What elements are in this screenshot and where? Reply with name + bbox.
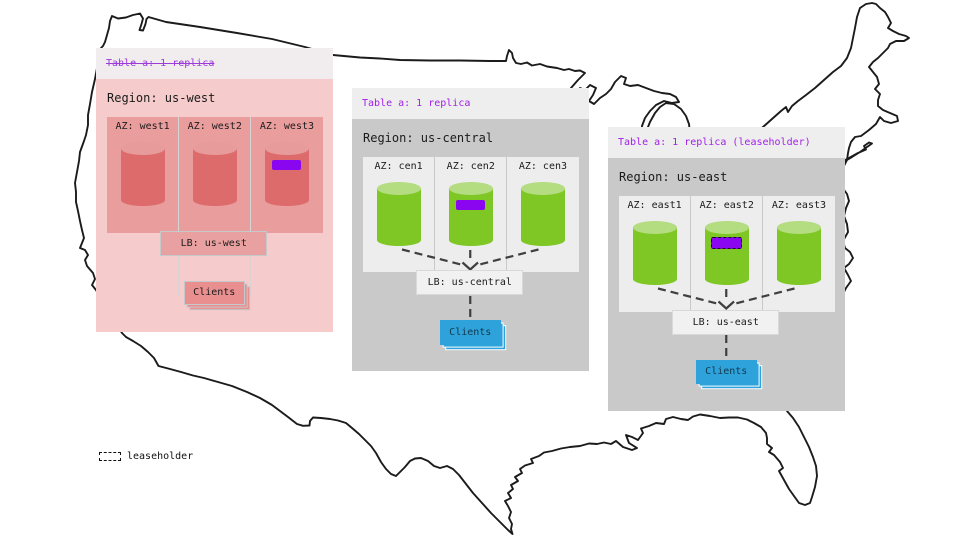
az-west1: AZ: west1 [107, 117, 178, 233]
az-east2-label: AZ: east2 [699, 200, 754, 211]
region-us-west-clients-label: Clients [193, 287, 236, 299]
az-west1-database-cylinder-icon [120, 142, 165, 206]
region-us-east-title: Region: us-east [619, 170, 728, 184]
region-us-central: Table a: 1 replica Region: us-central AZ… [352, 87, 589, 371]
region-us-west-header-label: Table a: 1 replica [106, 58, 215, 69]
region-us-west-title: Region: us-west [107, 91, 216, 105]
az-east1-database-cylinder-icon [632, 221, 677, 285]
region-us-west-az-container: AZ: west1 AZ: west2 AZ: west3 [107, 117, 323, 233]
region-us-west-clients: Clients [184, 280, 245, 305]
region-us-east-header-label: Table a: 1 replica (leaseholder) [618, 137, 811, 148]
az-west2-database-cylinder-icon [192, 142, 237, 206]
az-cen3: AZ: cen3 [506, 156, 578, 272]
region-us-west: Table a: 1 replica Region: us-west AZ: w… [96, 48, 333, 332]
az-west2: AZ: west2 [178, 117, 250, 233]
region-us-central-clients-label: Clients [449, 326, 492, 338]
region-us-west-load-balancer: LB: us-west [160, 230, 268, 256]
az-cen2-label: AZ: cen2 [446, 160, 495, 172]
az-west2-label: AZ: west2 [187, 121, 242, 132]
az-east3: AZ: east3 [762, 196, 834, 312]
region-us-central-header-label: Table a: 1 replica [362, 97, 471, 109]
az-cen2-replica-badge [456, 199, 486, 210]
az-west3-label: AZ: west3 [259, 121, 315, 132]
legend: leaseholder [99, 451, 193, 462]
region-us-east-lb-label: LB: us-east [692, 316, 759, 328]
az-east1: AZ: east1 [619, 196, 690, 312]
region-us-west-header: Table a: 1 replica [96, 48, 333, 79]
region-us-east-connector-lines [657, 287, 795, 358]
az-east3-label: AZ: east3 [771, 200, 827, 211]
az-east2-leaseholder-replica-badge [710, 237, 742, 250]
az-cen1-database-cylinder-icon [376, 181, 421, 246]
us-map-long-island [843, 141, 873, 162]
az-west3: AZ: west3 [250, 117, 322, 233]
az-cen3-database-cylinder-icon [520, 181, 565, 246]
region-us-central-load-balancer: LB: us-central [416, 270, 524, 295]
az-east1-label: AZ: east1 [627, 200, 682, 211]
az-east2: AZ: east2 [690, 196, 762, 312]
az-cen1-label: AZ: cen1 [374, 160, 423, 172]
az-east3-database-cylinder-icon [776, 221, 821, 285]
region-us-east-load-balancer: LB: us-east [672, 309, 780, 335]
region-us-east-clients-label: Clients [705, 366, 748, 378]
region-us-central-header: Table a: 1 replica [352, 87, 589, 119]
region-us-east-clients: Clients [696, 359, 757, 384]
region-us-central-clients: Clients [440, 320, 501, 345]
az-cen3-label: AZ: cen3 [518, 160, 568, 172]
az-cen2: AZ: cen2 [434, 156, 506, 272]
region-us-east-header: Table a: 1 replica (leaseholder) [608, 127, 845, 158]
region-us-central-lb-label: LB: us-central [427, 277, 512, 288]
legend-leaseholder-swatch-icon [99, 452, 121, 461]
region-us-central-connector-lines [401, 247, 539, 319]
region-us-west-lb-label: LB: us-west [180, 237, 247, 249]
region-us-central-title: Region: us-central [363, 130, 494, 145]
region-us-east: Table a: 1 replica (leaseholder) Region:… [608, 127, 845, 411]
az-west1-label: AZ: west1 [115, 121, 170, 132]
az-west3-replica-badge [272, 160, 302, 170]
legend-leaseholder-label: leaseholder [127, 451, 194, 462]
az-cen1: AZ: cen1 [363, 157, 434, 273]
